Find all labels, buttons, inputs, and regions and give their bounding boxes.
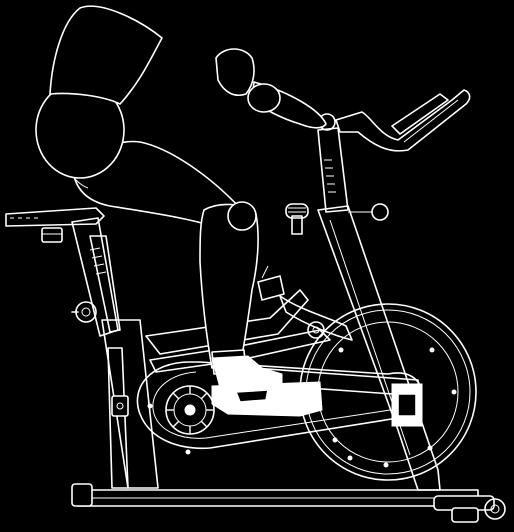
pedal	[211, 381, 323, 417]
mannequin-thigh	[199, 201, 259, 369]
crank-arm	[225, 365, 423, 427]
frame	[101, 205, 441, 491]
flywheel	[299, 303, 477, 481]
mannequin-foot	[211, 355, 283, 389]
bottle-holder	[257, 265, 285, 301]
mannequin-arm	[247, 81, 327, 129]
saddle	[5, 207, 105, 243]
mannequin-head	[35, 5, 163, 189]
handlebar	[335, 89, 471, 152]
transport-wheel	[484, 498, 506, 520]
mannequin-hand	[215, 48, 255, 96]
handlebar-post	[317, 113, 389, 221]
base-rail	[71, 483, 495, 523]
seat-post	[71, 217, 121, 337]
chain-guard	[136, 361, 423, 455]
resistance-knob	[279, 203, 353, 341]
